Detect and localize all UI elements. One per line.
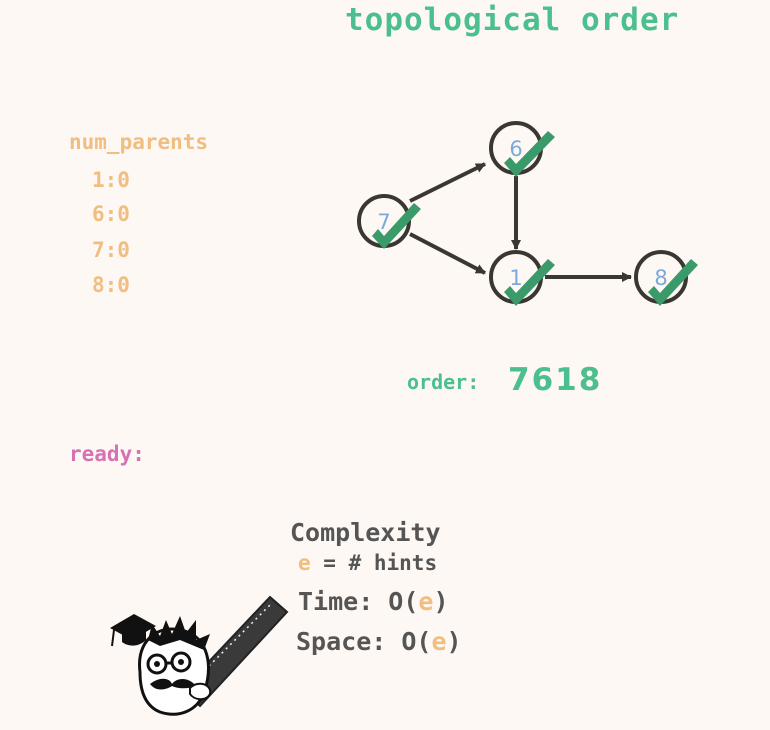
- node-label: 8: [654, 266, 667, 290]
- check-icon: [648, 259, 698, 306]
- num-parents-item: 8:0: [92, 273, 130, 297]
- num-parents-item: 7:0: [92, 238, 130, 262]
- check-icon: [504, 259, 555, 306]
- page-title: topological order: [345, 2, 680, 38]
- graph-node-8: 8: [634, 250, 698, 306]
- num-parents-label: num_parents: [69, 130, 209, 154]
- num-parents-item: 6:0: [92, 202, 130, 226]
- check-icon: [504, 131, 555, 177]
- complexity-title: Complexity: [290, 518, 441, 547]
- time-prefix: Time: O(: [298, 587, 419, 616]
- space-prefix: Space: O(: [296, 627, 432, 656]
- node-label: 1: [509, 266, 522, 290]
- space-suffix: ): [446, 627, 462, 656]
- graph-node-7: 7: [357, 194, 421, 249]
- node-label: 7: [377, 210, 390, 234]
- professor-mascot-icon: [110, 595, 289, 716]
- time-suffix: ): [433, 587, 449, 616]
- graduation-cap-icon: [110, 614, 156, 647]
- check-icon: [372, 203, 421, 249]
- node-label: 6: [509, 137, 522, 161]
- graph-node-1: 1: [489, 250, 555, 306]
- edge-7-1: [409, 232, 486, 275]
- order-sequence: 7618: [508, 362, 603, 398]
- graph-node-6: 6: [489, 121, 555, 177]
- complexity-def-text: = # hints: [310, 551, 438, 575]
- complexity-definition: e = # hints: [298, 551, 437, 575]
- complexity-time: Time: O(e): [298, 587, 449, 616]
- space-var: e: [431, 627, 447, 656]
- complexity-var: e: [298, 551, 311, 575]
- edge-7-6: [409, 162, 486, 203]
- ready-label: ready:: [69, 442, 145, 466]
- num-parents-item: 1:0: [92, 168, 130, 192]
- time-var: e: [418, 587, 434, 616]
- order-label: order:: [407, 370, 480, 394]
- complexity-space: Space: O(e): [296, 627, 462, 656]
